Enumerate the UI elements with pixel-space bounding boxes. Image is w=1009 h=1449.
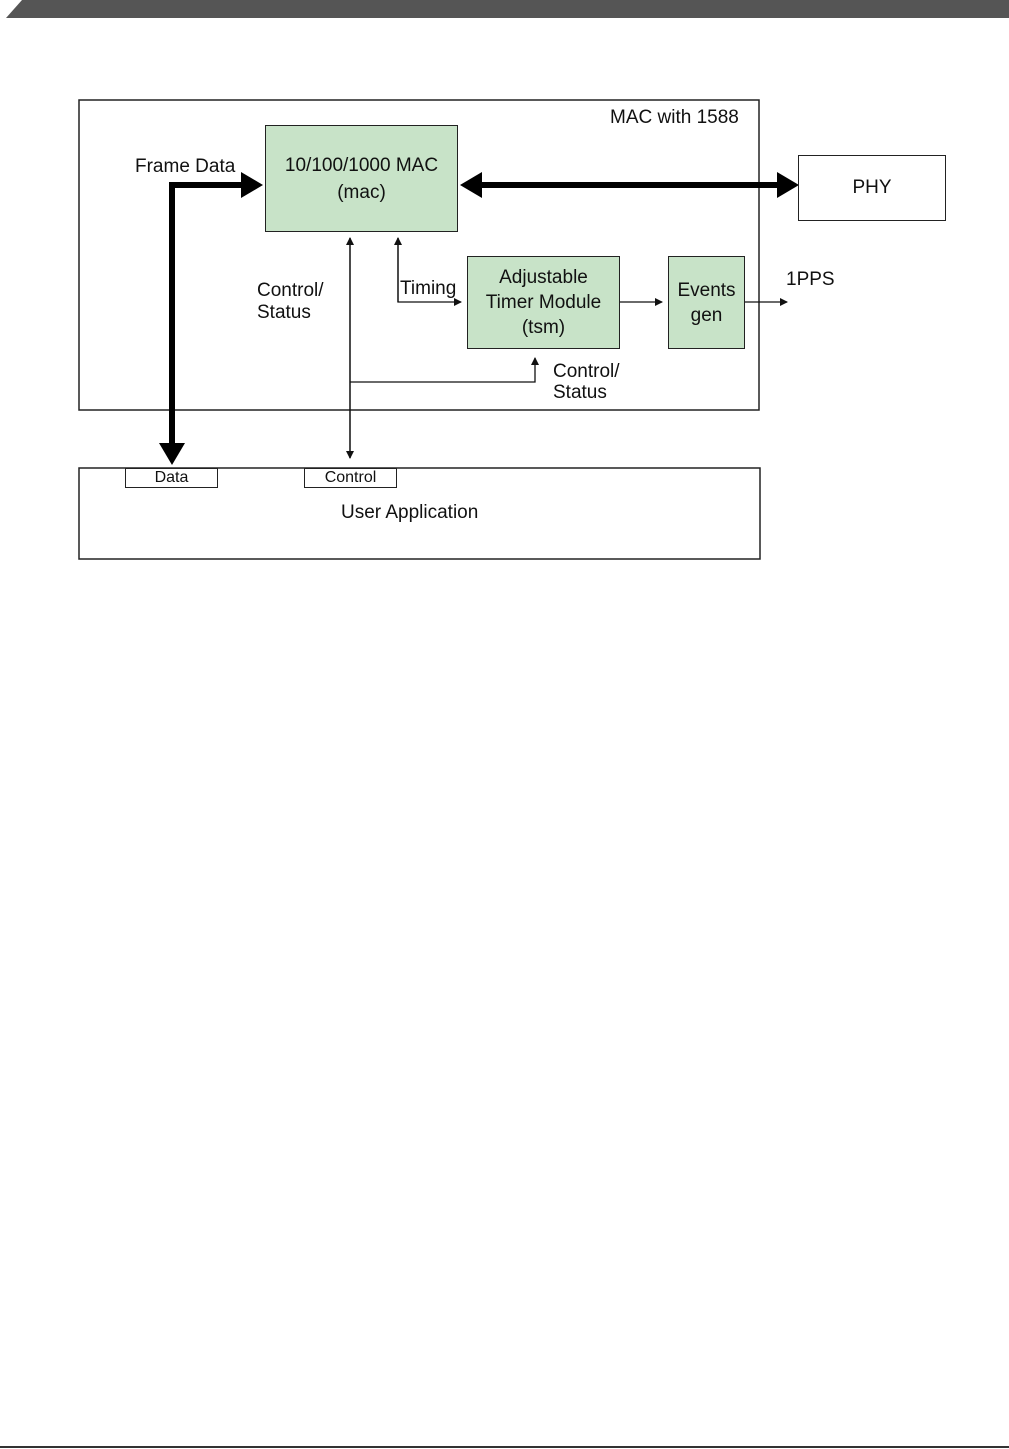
mac-block-line2: (mac): [337, 181, 386, 203]
control-status-bottom-label-line1: Control/: [553, 361, 620, 382]
frame-data-label: Frame Data: [135, 156, 236, 177]
control-status-left-label-line2: Status: [257, 302, 311, 323]
footer-rule: [0, 1446, 1009, 1448]
control-status-branch: [350, 357, 539, 383]
outer-container-label: MAC with 1588: [610, 107, 739, 128]
tsm-block-line3: (tsm): [521, 317, 566, 338]
header-bar: [6, 0, 1009, 18]
diagram-canvas: [78, 99, 799, 560]
mac-block-line1: 10/100/1000 MAC: [284, 154, 439, 176]
phy-block: PHY: [798, 155, 946, 221]
tsm-block: Adjustable Timer Module (tsm): [467, 256, 620, 349]
1pps-label: 1PPS: [786, 269, 835, 290]
timing-label: Timing: [400, 278, 457, 299]
control-status-bottom-label-line2: Status: [553, 382, 607, 403]
frame-data-thick-arrow: [159, 172, 263, 465]
control-status-left-label-line1: Control/: [257, 280, 324, 301]
outer-container: [78, 99, 760, 411]
events-block-line2: gen: [690, 304, 723, 326]
phy-label: PHY: [852, 177, 892, 198]
data-port: Data: [125, 468, 218, 488]
control-port: Control: [304, 468, 397, 488]
tsm-block-line1: Adjustable: [499, 267, 588, 288]
events-block-line1: Events: [677, 279, 736, 301]
mac-block: 10/100/1000 MAC (mac): [265, 125, 458, 232]
timing-arrow: [394, 237, 462, 306]
user-application-label: User Application: [341, 502, 479, 523]
events-gen-block: Events gen: [668, 256, 745, 349]
user-application-box: [78, 467, 761, 560]
mac-phy-thick-arrow: [460, 172, 799, 198]
tsm-block-line2: Timer Module: [485, 292, 602, 313]
